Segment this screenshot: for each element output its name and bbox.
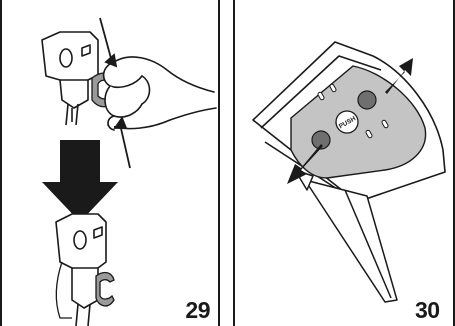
big-down-arrow — [42, 140, 118, 222]
figure-number: 30 — [415, 297, 440, 324]
upper-device — [42, 32, 98, 125]
screw-top-icon — [358, 91, 376, 109]
lower-device — [56, 214, 106, 326]
figure-number: 29 — [185, 297, 210, 324]
figure-29-panel: 29 — [0, 0, 220, 326]
clip-lower — [96, 273, 114, 306]
figure-30-illustration: PUSH — [235, 0, 453, 326]
figure-30-panel: PUSH 30 — [233, 0, 455, 326]
figure-29-illustration — [2, 0, 218, 326]
